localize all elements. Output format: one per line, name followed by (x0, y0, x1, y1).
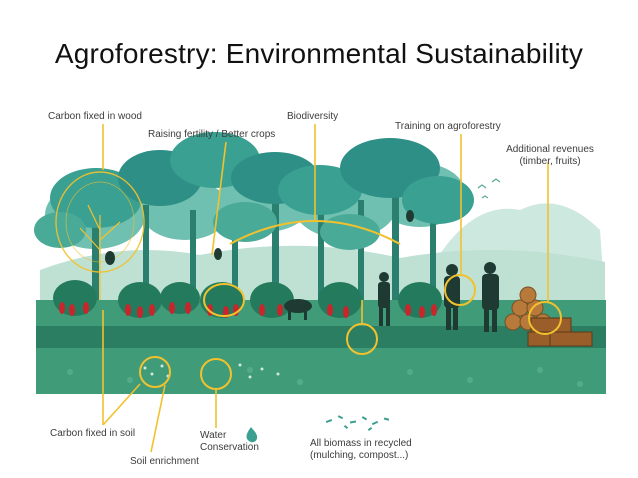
label-biomass-line2: (mulching, compost...) (310, 450, 409, 461)
label-carbon-wood: Carbon fixed in wood (48, 111, 142, 122)
label-soil-enrichment: Soil enrichment (130, 456, 199, 467)
label-biomass: All biomass in recycled (mulching, compo… (310, 438, 412, 462)
label-carbon-soil: Carbon fixed in soil (50, 428, 136, 439)
label-revenues-line1: Additional revenues (506, 144, 594, 155)
label-water: Water Conservation (200, 430, 259, 454)
label-revenues-line2: (timber, fruits) (519, 156, 581, 167)
label-biodiversity: Biodiversity (287, 111, 339, 122)
label-water-line2: Conservation (200, 442, 259, 453)
label-biomass-line1: All biomass in recycled (310, 438, 412, 449)
label-water-line1: Water (200, 430, 227, 441)
tree-trunks (92, 190, 436, 310)
birds (477, 178, 501, 199)
label-revenues: Additional revenues (timber, fruits) (490, 144, 610, 168)
carbon-tree (55, 171, 145, 310)
label-training: Training on agroforestry (395, 121, 501, 132)
biomass-leaves (325, 415, 390, 431)
water-drop-icon (246, 427, 258, 443)
cocoa-plants (53, 280, 442, 318)
label-raising-fertility: Raising fertility / Better crops (148, 129, 276, 140)
slide-title: Agroforestry: Environmental Sustainabili… (54, 38, 584, 69)
leader-lines (102, 124, 549, 453)
